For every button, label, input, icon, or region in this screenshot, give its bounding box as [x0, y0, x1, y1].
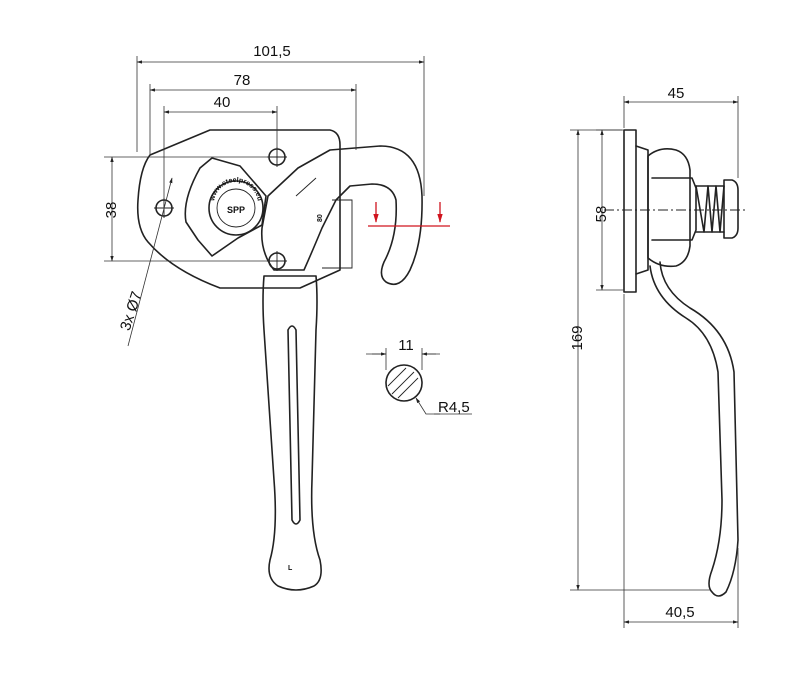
- handle-slot: [287, 325, 301, 525]
- base-plate: [136, 129, 341, 289]
- dim-side-height-plate: 58: [593, 206, 610, 223]
- dim-side-handle-offset: 40,5: [665, 604, 694, 621]
- lever-hook: [260, 145, 423, 286]
- side-housing: [647, 148, 691, 268]
- web-text: www.steelpress.eu: [209, 177, 263, 203]
- dim-width-overall: 101,5: [253, 43, 291, 60]
- dim-side-total-height: 169: [569, 325, 586, 350]
- side-plate: [623, 129, 637, 293]
- spring-cap: [723, 179, 739, 239]
- handle: [262, 275, 322, 591]
- dim-holes: 3x Ø7: [117, 289, 146, 332]
- dim-rod-diameter: 11: [398, 337, 414, 354]
- front-view: SPP www.steelpress.eu 80 L: [136, 129, 450, 591]
- dim-height-plate: 38: [103, 202, 120, 219]
- handle-mark: L: [288, 565, 293, 572]
- cam-bracket: [184, 157, 267, 257]
- dim-side-depth: 45: [668, 85, 685, 102]
- dim-hole-spacing: 40: [214, 94, 231, 111]
- side-handle-rod: [649, 261, 739, 597]
- hub-outer: [208, 180, 264, 236]
- hub-inner: [216, 188, 256, 228]
- rod-section: 11 R4,5: [366, 337, 472, 416]
- spring: [695, 185, 725, 233]
- side-view: [604, 129, 748, 597]
- dim-rod-radius: R4,5: [438, 399, 470, 416]
- dim-width-hook: 78: [234, 72, 251, 89]
- side-mark: 80: [317, 214, 324, 222]
- logo-text: SPP: [227, 205, 245, 215]
